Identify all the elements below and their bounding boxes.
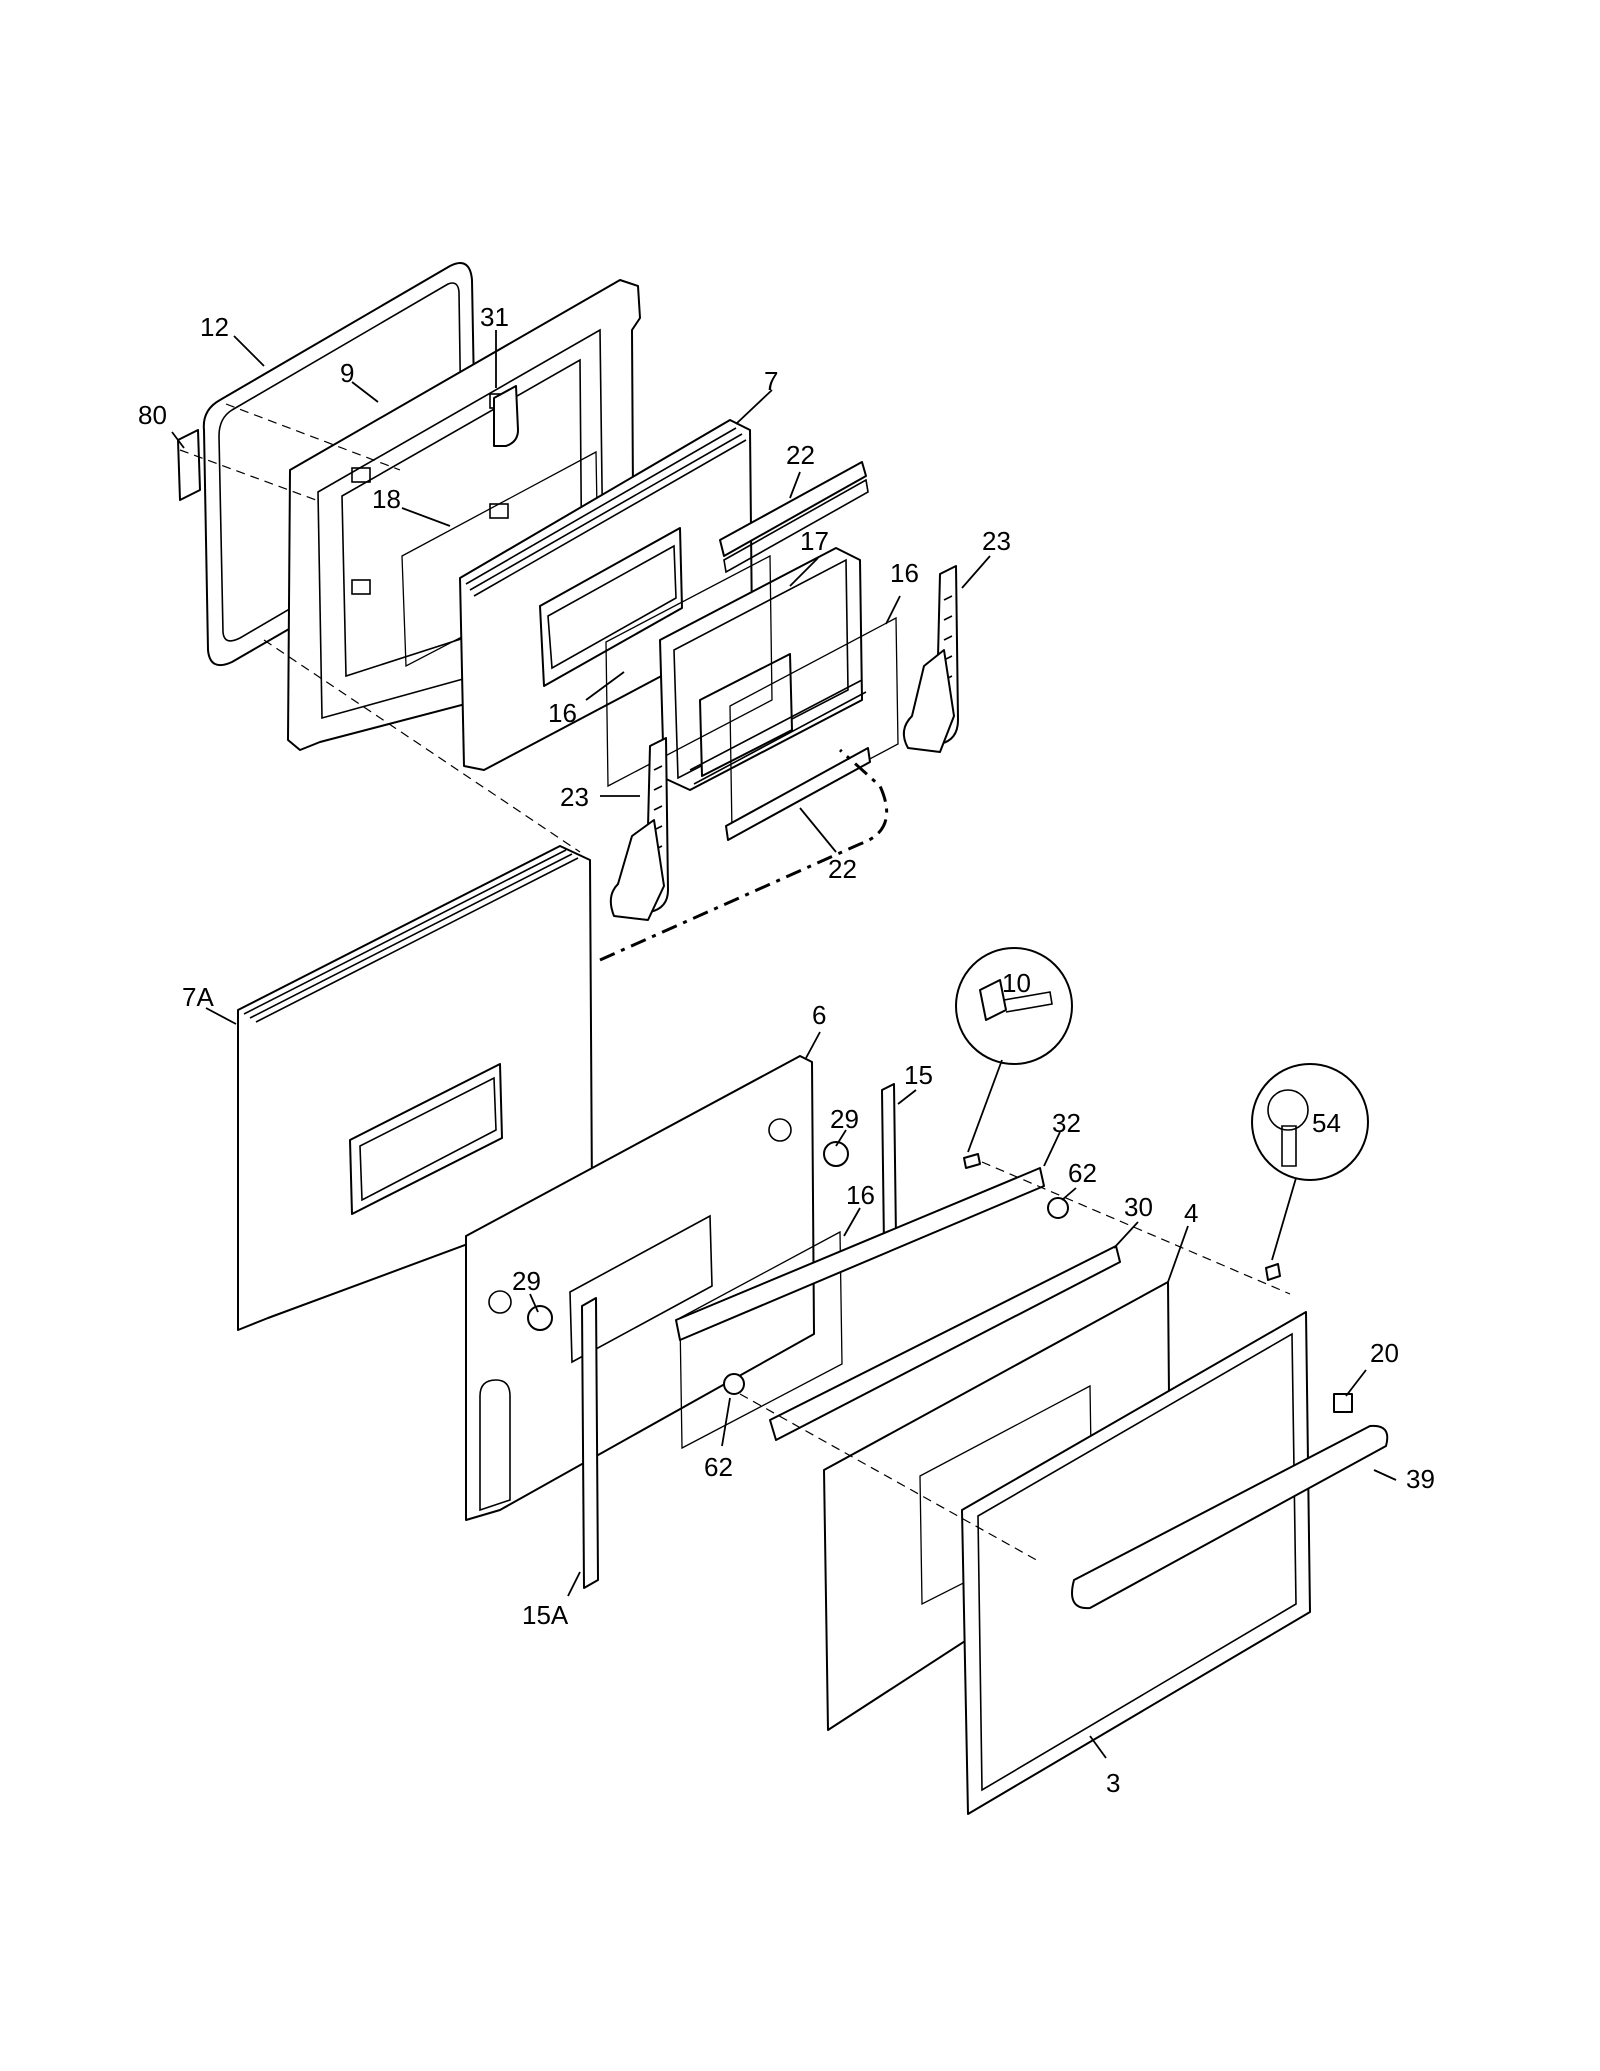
side-channel-15A: [581, 1297, 599, 1589]
handle-39: [1071, 1424, 1389, 1610]
bumper-29-right: [823, 1141, 849, 1167]
screw-54-small: [1265, 1263, 1281, 1281]
label-54: 54: [1312, 1108, 1341, 1138]
label-6: 6: [812, 1000, 826, 1030]
screw-10-small: [963, 1153, 981, 1169]
insulation-7A: [237, 845, 593, 1331]
label-20: 20: [1370, 1338, 1399, 1368]
label-62-upper: 62: [1068, 1158, 1097, 1188]
glass-16-left: [605, 554, 773, 788]
label-7A: 7A: [182, 982, 214, 1012]
side-channel-15: [881, 1083, 897, 1247]
vent-channel-30: [769, 1245, 1121, 1441]
label-plate-80: [177, 429, 201, 501]
glass-16-right: [729, 616, 899, 834]
label-23-left: 23: [560, 782, 589, 812]
hinge-23-left: [609, 737, 669, 921]
detail-callout-10: [955, 947, 1073, 1153]
bumper-29-left: [527, 1305, 553, 1331]
label-80: 80: [138, 400, 167, 430]
hook-clip-31: [493, 385, 519, 447]
label-15: 15: [904, 1060, 933, 1090]
label-10: 10: [1002, 968, 1031, 998]
bracket-32: [675, 1167, 1045, 1341]
label-62-lower: 62: [704, 1452, 733, 1482]
label-16-left: 16: [548, 698, 577, 728]
detail-callout-54: [1251, 1063, 1369, 1261]
spacer-62-upper: [1047, 1197, 1069, 1219]
hinge-23-right: [902, 565, 959, 753]
label-16-right: 16: [890, 558, 919, 588]
end-cap-20: [1333, 1393, 1353, 1413]
label-12: 12: [200, 312, 229, 342]
label-17: 17: [800, 526, 829, 556]
label-3: 3: [1106, 1768, 1120, 1798]
label-39: 39: [1406, 1464, 1435, 1494]
label-29-left: 29: [512, 1266, 541, 1296]
label-22-lower: 22: [828, 854, 857, 884]
label-16-center: 16: [846, 1180, 875, 1210]
label-7: 7: [764, 366, 778, 396]
spacer-62-lower: [723, 1373, 745, 1395]
label-31: 31: [480, 302, 509, 332]
glass-16-center: [679, 1230, 843, 1450]
label-23-right: 23: [982, 526, 1011, 556]
label-15A: 15A: [522, 1600, 569, 1630]
label-32: 32: [1052, 1108, 1081, 1138]
label-18: 18: [372, 484, 401, 514]
label-22-upper: 22: [786, 440, 815, 470]
hinge-rail-22-lower: [725, 747, 871, 841]
inner-panel-6: [465, 1055, 815, 1521]
assembly-path-line: [599, 748, 889, 962]
label-9: 9: [340, 358, 354, 388]
upper-insulation-7: [459, 419, 753, 771]
hinge-rail-22-upper: [719, 461, 869, 574]
label-30: 30: [1124, 1192, 1153, 1222]
label-29-right: 29: [830, 1104, 859, 1134]
label-4: 4: [1184, 1198, 1198, 1228]
